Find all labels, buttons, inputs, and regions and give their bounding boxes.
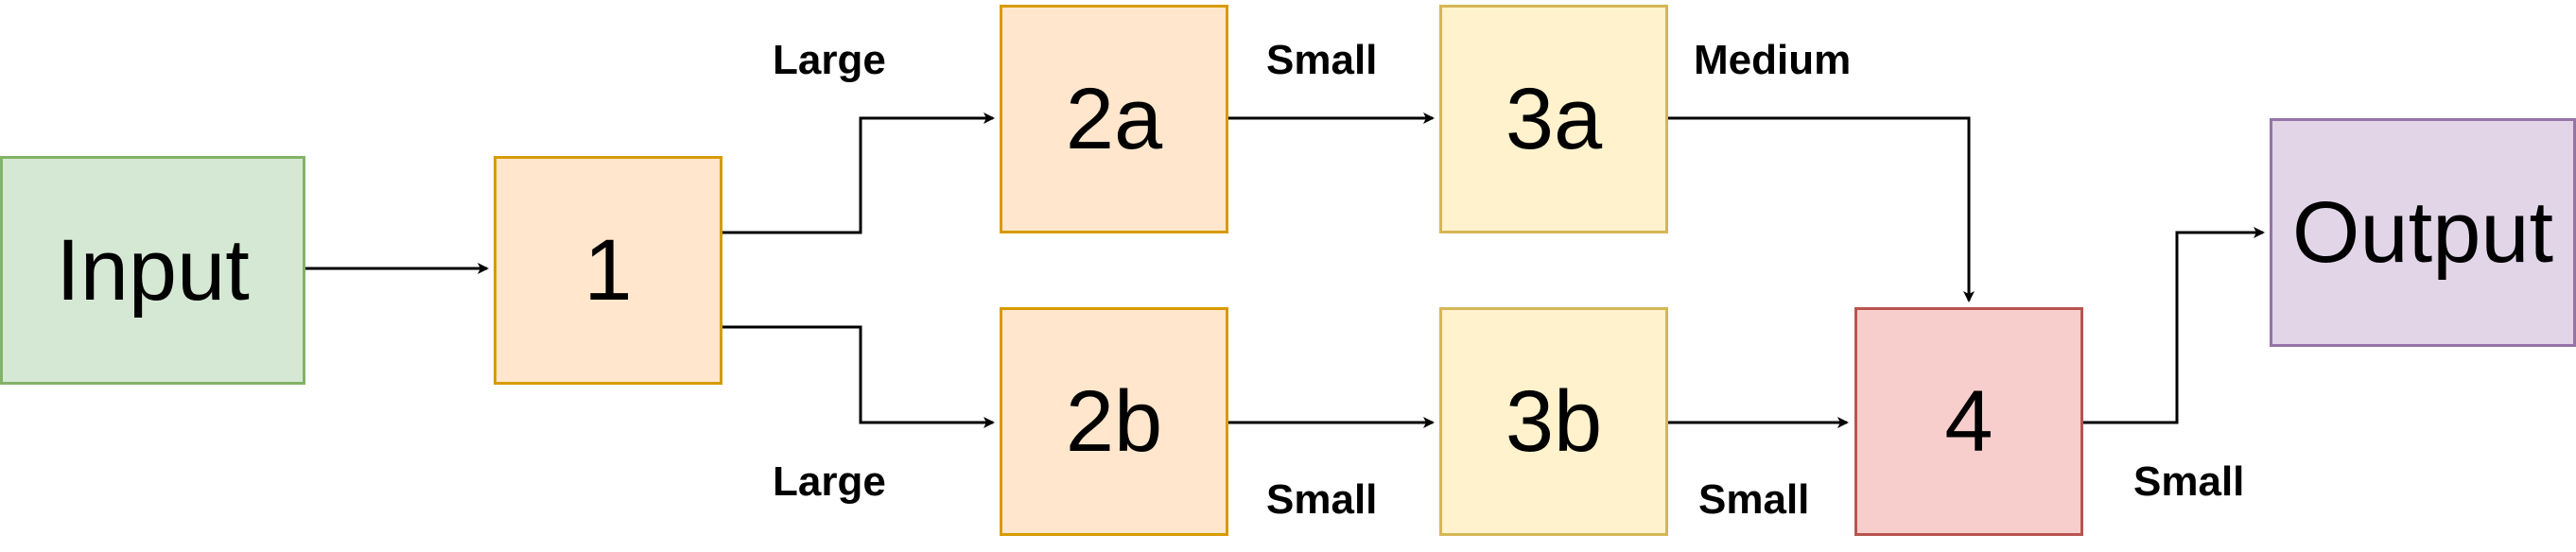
edge-label-2a-to-3a: Small — [1266, 37, 1378, 83]
edge-1-to-2a — [722, 112, 995, 234]
node-output-label: Output — [2291, 184, 2554, 281]
edge-3a-to-4 — [1667, 116, 1975, 302]
edge-label-1-to-2a: Large — [773, 37, 886, 83]
node-1-label: 1 — [583, 222, 633, 319]
node-output: Output — [2270, 118, 2576, 347]
node-3b: 3b — [1439, 307, 1668, 536]
edge-label-1-to-2b: Large — [773, 458, 886, 505]
edge-4-to-output — [2083, 227, 2265, 424]
node-input-label: Input — [56, 222, 250, 319]
edge-1-to-2b — [722, 325, 995, 428]
edge-label-3a-to-4: Medium — [1694, 37, 1852, 83]
node-2a-label: 2a — [1065, 71, 1163, 167]
node-2b: 2b — [1000, 307, 1228, 536]
node-2b-label: 2b — [1065, 373, 1163, 470]
node-3a: 3a — [1439, 5, 1668, 233]
node-3b-label: 3b — [1505, 373, 1603, 470]
node-4: 4 — [1854, 307, 2083, 536]
node-4-label: 4 — [1944, 373, 1993, 470]
node-2a: 2a — [1000, 5, 1228, 233]
node-1: 1 — [494, 156, 722, 385]
node-3a-label: 3a — [1505, 71, 1603, 167]
edge-label-2b-to-3b: Small — [1266, 476, 1378, 523]
edge-label-4-to-output: Small — [2133, 458, 2245, 505]
edge-label-3b-to-4: Small — [1698, 476, 1810, 523]
node-input: Input — [0, 156, 305, 385]
